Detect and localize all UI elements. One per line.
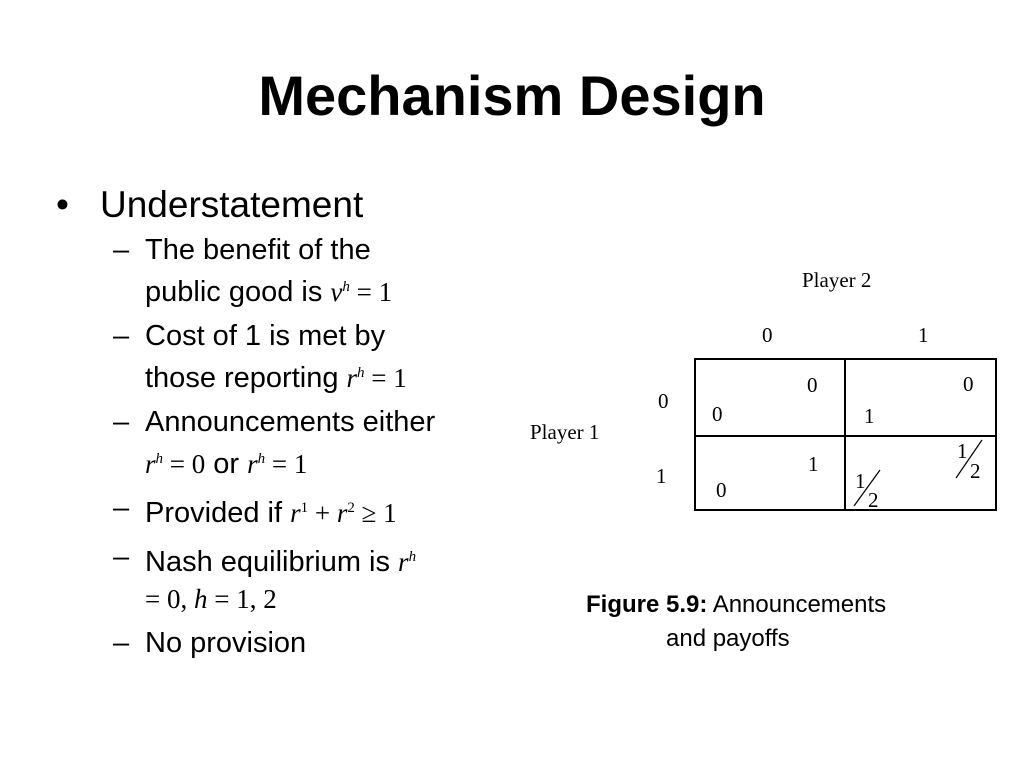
figure-caption: Figure 5.9: Announcements and payoffs [586,588,956,656]
dash-marker: – [113,406,130,438]
math-sup: h [257,451,266,467]
dash-marker: – [113,492,130,524]
caption-text: Announcements [712,591,887,618]
row-label-1: 1 [656,464,667,488]
math-expr: ≥ 1 [354,498,397,528]
col-label-0: 0 [762,323,773,347]
sub-bullet-announcements: – Announcements either rh = 0 or rh = 1 [56,404,506,483]
sub-bullet-text: Nash equilibrium is [145,546,399,578]
bullet-marker: • [56,184,69,225]
sub-bullet-text: Provided if [145,497,291,529]
fraction-denominator: 2 [970,459,981,483]
col-label-1: 1 [918,323,929,347]
fraction-slash [955,439,983,479]
math-expr: = 1 [265,449,308,479]
dash-marker: – [113,541,130,573]
sub-bullet-text: The benefit of the [145,234,371,266]
dash-marker: – [113,627,130,659]
math-expr: + [308,498,337,528]
fraction-slash [853,469,881,507]
payoff-p1: 0 [712,402,723,426]
math-var: r [247,449,258,479]
payoff-p2: 0 [807,373,818,397]
sub-bullet-no-provision: – No provision [56,625,506,662]
payoff-p2: 1 [808,452,819,476]
sub-bullet-text: No provision [145,627,307,659]
sub-bullet-list: – The benefit of the public good is vh =… [56,232,506,662]
math-var: r [346,363,358,393]
math-sup: 2 [347,500,355,516]
sub-bullet-cost: – Cost of 1 is met by those reporting rh… [56,318,506,397]
payoff-p2: 0 [963,372,974,396]
math-sup: 1 [300,500,309,516]
math-expr: = 1 [349,277,393,307]
math-sup: h [357,365,365,381]
sub-bullet-text: public good is [145,276,331,308]
dash-marker: – [113,320,130,352]
math-var: r [398,547,409,577]
caption-label: Figure 5.9: [586,591,708,618]
caption-text: and payoffs [666,625,790,652]
sub-bullet-nash: – Nash equilibrium is rh = 0, h = 1, 2 [56,539,506,618]
math-expr: = 0, [145,584,194,614]
grid-left [694,358,696,511]
bullet-list: • Understatement – The benefit of the pu… [56,184,506,669]
math-var: r [290,498,301,528]
sub-bullet-provided: – Provided if r1 + r2 ≥ 1 [56,490,506,532]
player1-label: Player 1 [530,420,600,444]
player2-label: Player 2 [802,268,872,292]
math-sup: h [408,549,417,565]
math-expr: = 1, 2 [207,584,277,614]
fraction-numerator: 1 [855,469,866,493]
math-expr: = 1 [364,363,407,393]
math-sup: h [155,451,164,467]
math-var: r [336,498,348,528]
dash-marker: – [113,234,130,266]
sub-bullet-benefit: – The benefit of the public good is vh =… [56,232,506,311]
row-label-0: 0 [658,389,669,413]
math-sup: h [342,279,350,295]
sub-bullet-text: Cost of 1 is met by [145,320,386,352]
bullet-understatement: • Understatement [56,184,506,226]
math-var: v [330,277,343,307]
payoff-p1: 1 [864,404,875,428]
sub-bullet-text: those reporting [145,362,347,394]
fraction-numerator: 1 [957,439,968,463]
bullet-label: Understatement [100,184,364,225]
fraction-denominator: 2 [868,488,879,512]
grid-center [844,358,846,511]
math-var: h [193,584,208,614]
math-expr: = 0 [163,449,206,479]
sub-bullet-text: Announcements either [145,406,436,438]
sub-bullet-text: or [205,448,248,480]
slide-title: Mechanism Design [258,64,766,127]
math-var: r [145,449,156,479]
grid-right [995,358,997,511]
payoff-p1: 0 [716,478,727,502]
